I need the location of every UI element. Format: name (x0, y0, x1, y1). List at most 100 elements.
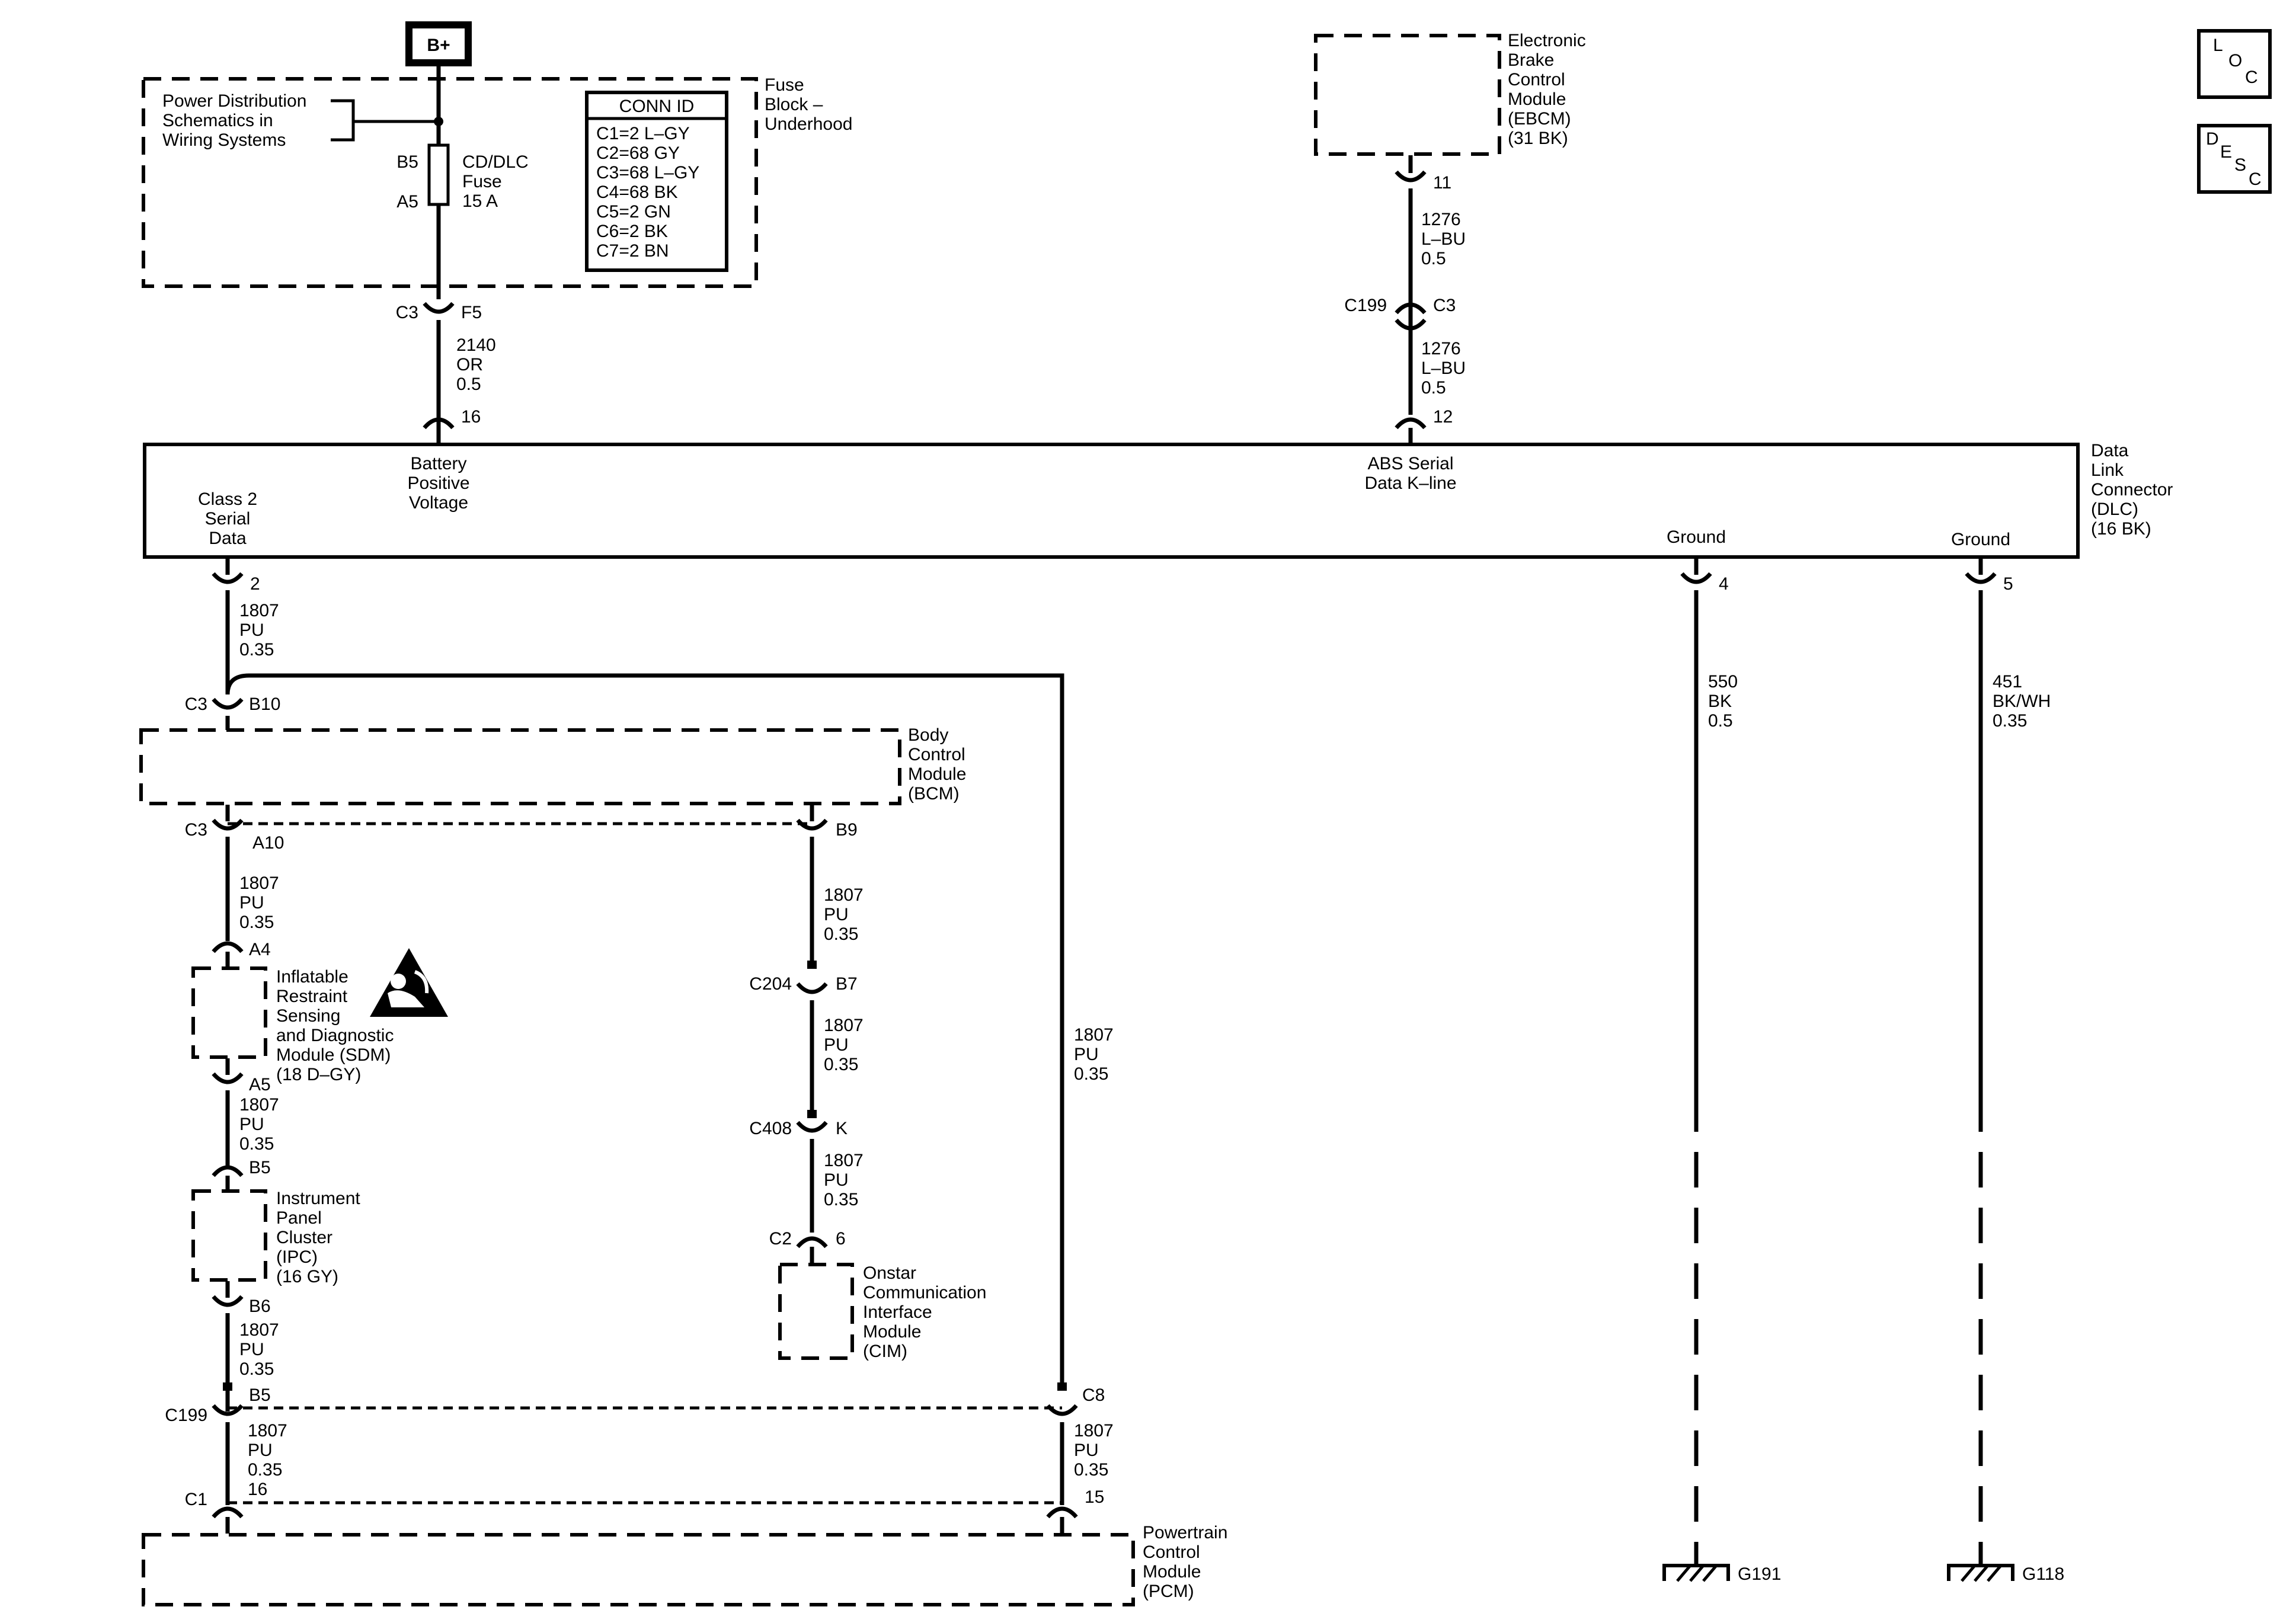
bcm-name-2: Control (908, 745, 965, 764)
pcm-name-4: (PCM) (1143, 1582, 1194, 1601)
conn-id-row: C2=68 GY (596, 143, 680, 163)
connector-pin-15 (1046, 1506, 1078, 1519)
wire-1276-upper-color: L–BU (1421, 229, 1466, 249)
data-link-connector: Data Link Connector (DLC) (16 BK) Class … (143, 441, 2173, 559)
loc-button[interactable]: L O C (2197, 29, 2272, 99)
connector-ipc-b5 (212, 1165, 244, 1177)
power-ref-2: Schematics in (162, 111, 273, 130)
dlc-pin-4-label: 4 (1719, 574, 1729, 594)
wire-1807-dlc-circuit: 1807 (239, 601, 279, 620)
wire-2140-size: 0.5 (456, 375, 481, 394)
fuse-block-name-1: Fuse (765, 75, 804, 95)
sdm-name-2: Restraint (276, 987, 348, 1006)
fuse-block-underhood: Fuse Block – Underhood Power Distributio… (142, 63, 852, 299)
ipc-name-5: (16 GY) (276, 1267, 338, 1286)
sdm-name-1: Inflatable (276, 967, 348, 987)
dlc-abs-label-2: Data K–line (1364, 473, 1456, 493)
connector-c3-a10 (212, 818, 244, 831)
dlc-pin-5-label: 5 (2003, 574, 2013, 594)
sdm-name-5: Module (SDM) (276, 1045, 391, 1065)
wire-1807-ipc-c199-color: PU (239, 1340, 264, 1359)
connector-c2-label: C2 (769, 1229, 792, 1249)
connector-c408-pin: K (836, 1119, 848, 1138)
connector-c3-a10-left: C3 (185, 820, 207, 840)
wire-451-circuit: 451 (1993, 672, 2022, 692)
connector-dlc-pin-2 (212, 572, 244, 584)
wire-1807-c8-color: PU (1074, 1441, 1099, 1460)
dlc-abs-label-1: ABS Serial (1367, 454, 1453, 473)
wire-1276-upper-circuit: 1276 (1421, 210, 1461, 229)
connector-c408-k (796, 1121, 828, 1133)
wire-1807-long-size: 0.35 (1074, 1064, 1108, 1084)
connector-c8-label: C8 (1082, 1385, 1105, 1405)
wire-1807-c408-circuit: 1807 (824, 1151, 864, 1170)
cim-name-2: Communication (863, 1283, 986, 1302)
wire-1807-dlc-color: PU (239, 620, 264, 640)
pcm-pin-15-label: 15 (1085, 1487, 1104, 1507)
wire-1807-b9-size: 0.35 (824, 924, 858, 944)
connector-ipc-b5-label: B5 (249, 1158, 271, 1177)
ipc-name-2: Panel (276, 1208, 322, 1228)
connector-dlc-pin-5 (1965, 572, 1997, 584)
connector-c3-b10-left: C3 (185, 694, 207, 714)
dlc-pin-12-label: 12 (1433, 407, 1453, 427)
connector-c199-c3 (1395, 302, 1427, 315)
wire-1807-c204-color: PU (824, 1035, 849, 1055)
wire-451-size: 0.35 (1993, 711, 2027, 731)
loc-letter: L (2213, 36, 2223, 55)
dlc-pin-16-label: 16 (461, 407, 481, 427)
dlc-pin-2-label: 2 (250, 574, 260, 594)
desc-button[interactable]: D E S C (2197, 124, 2272, 194)
wire-1807-sdm-in-circuit: 1807 (239, 873, 279, 893)
wire-1807-c199-pcm-color: PU (248, 1441, 273, 1460)
cim-name-1: Onstar (863, 1263, 916, 1283)
wire-1807-sdm-ipc-size: 0.35 (239, 1134, 274, 1154)
cim-name-4: Module (863, 1322, 921, 1342)
ground-g191-icon (1662, 1564, 1730, 1582)
connector-c2-6 (796, 1236, 828, 1249)
wire-1807-ipc-c199-circuit: 1807 (239, 1320, 279, 1340)
ebcm-name-5: (EBCM) (1508, 109, 1571, 129)
fuse-block-name-2: Block – (765, 95, 823, 114)
connector-c3-b10-right: B10 (249, 694, 280, 714)
connector-ebcm-pin-11 (1395, 170, 1427, 183)
wire-1276-upper-size: 0.5 (1421, 249, 1446, 268)
wire-1807-c199-pcm-size: 0.35 (248, 1460, 282, 1480)
connector-c199-label: C199 (1344, 296, 1387, 315)
connector-c408-label: C408 (749, 1119, 792, 1138)
power-ref-3: Wiring Systems (162, 130, 286, 150)
wire-1807-b9-circuit: 1807 (824, 885, 864, 905)
conn-id-row: C5=2 GN (596, 202, 671, 222)
ebcm-name-3: Control (1508, 70, 1565, 89)
bcm-name-4: (BCM) (908, 784, 960, 804)
connector-c199-b5-left: C199 (165, 1406, 207, 1425)
connector-dlc-pin-16 (423, 417, 455, 430)
fuse-label-3: 15 A (462, 191, 498, 211)
power-ref-1: Power Distribution (162, 91, 306, 111)
cim-name-5: (CIM) (863, 1342, 907, 1361)
ground-g191-label: G191 (1738, 1564, 1781, 1584)
dlc-class2-label-2: Serial (205, 509, 251, 529)
connector-b9-label: B9 (836, 820, 858, 840)
fuse-icon (427, 143, 450, 206)
conn-id-row: C6=2 BK (596, 222, 668, 241)
wire-1807-c199-pcm-circuit: 1807 (248, 1421, 287, 1441)
wire-1276-lower-color: L–BU (1421, 359, 1466, 378)
wire-550-circuit: 550 (1708, 672, 1738, 692)
wire-1807-long-color: PU (1074, 1045, 1099, 1064)
wire-550-size: 0.5 (1708, 711, 1733, 731)
dlc-class2-label-3: Data (209, 529, 247, 548)
conn-id-table: CONN ID C1=2 L–GY C2=68 GY C3=68 L–GY C4… (585, 91, 728, 272)
ebcm-name-6: (31 BK) (1508, 129, 1568, 148)
loc-letter: O (2228, 51, 2242, 71)
desc-letter: E (2220, 142, 2232, 162)
onstar-cim-module: Onstar Communication Interface Module (C… (778, 1263, 986, 1361)
ipc-name-1: Instrument (276, 1189, 360, 1208)
desc-letter: C (2249, 169, 2262, 189)
battery-supply: B+ (405, 21, 472, 66)
connector-a5 (212, 1072, 244, 1084)
sdm-name-4: and Diagnostic (276, 1026, 394, 1045)
dlc-name-4: (DLC) (2091, 500, 2138, 519)
connector-ipc-b6 (212, 1295, 244, 1307)
